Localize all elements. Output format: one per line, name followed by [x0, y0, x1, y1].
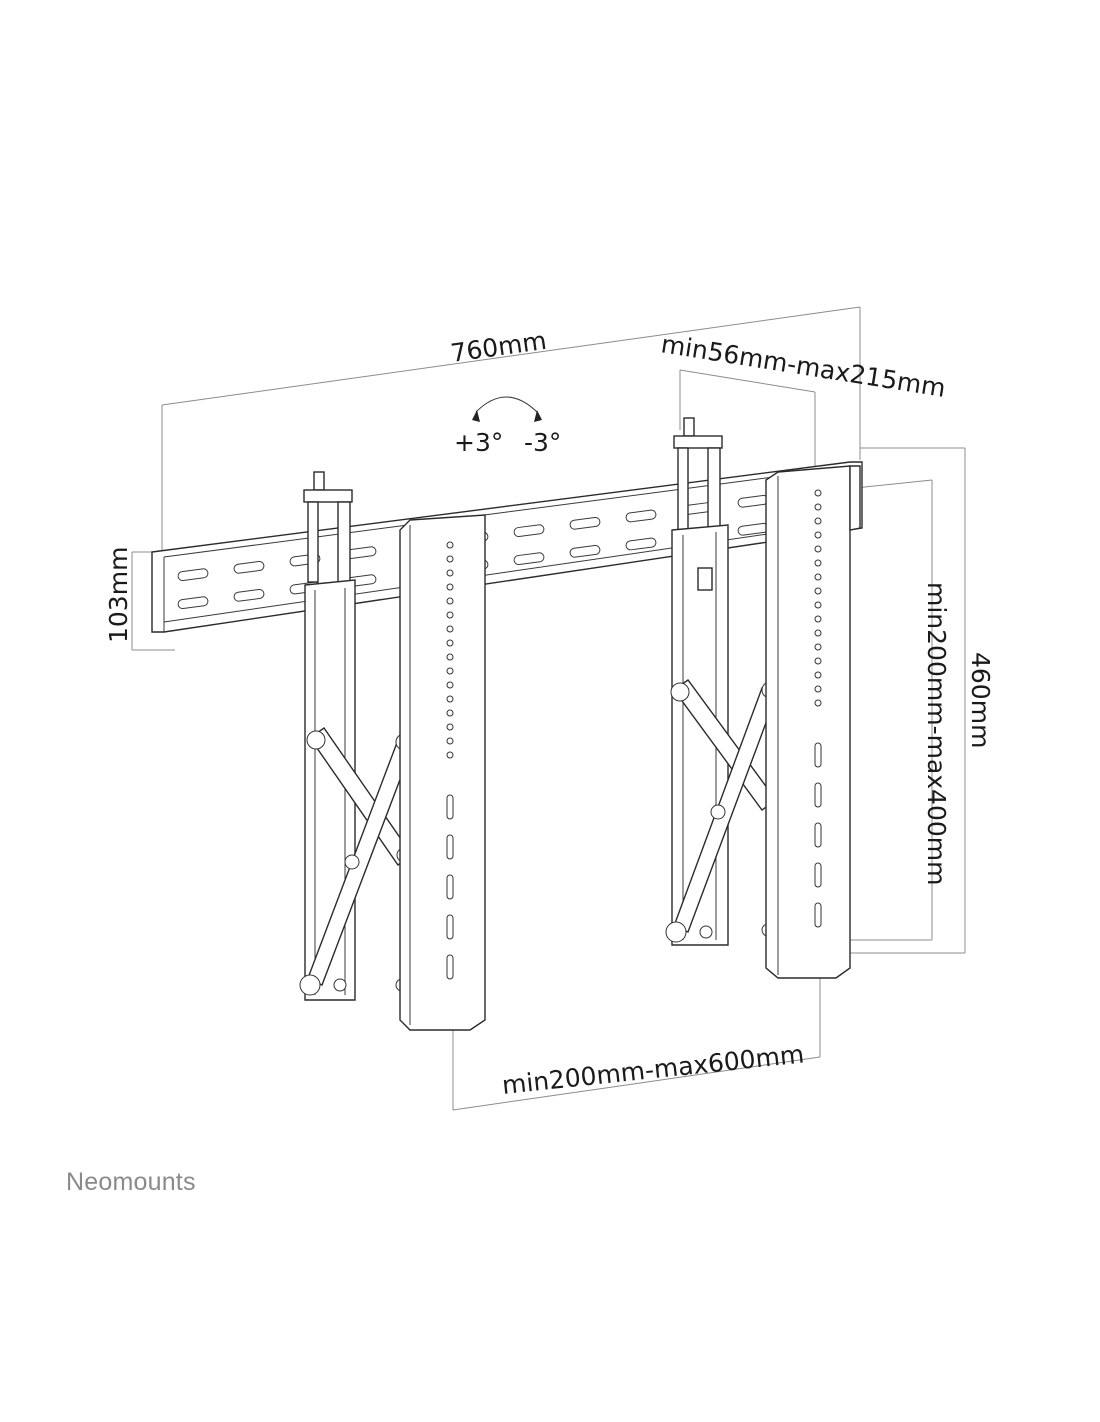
plate-hole — [446, 681, 454, 689]
horizontal-range-line — [452, 1056, 821, 1111]
plate-hole — [446, 723, 454, 731]
plate-slot — [814, 742, 822, 768]
rail-slot — [289, 553, 321, 567]
plate-hole — [446, 583, 454, 591]
depth-dimension-line — [679, 369, 816, 393]
plate-hole — [814, 699, 822, 707]
plate-hole — [446, 751, 454, 759]
plate-slot — [446, 874, 454, 900]
plate-hole — [814, 503, 822, 511]
plate-slot — [446, 794, 454, 820]
plate-hole — [446, 695, 454, 703]
vertical-range-label: min200mm-max400mm — [922, 582, 951, 885]
plate-hole — [814, 685, 822, 693]
plate-hole — [814, 587, 822, 595]
plate-hole — [446, 737, 454, 745]
plate-hole — [814, 657, 822, 665]
rail-slot — [625, 537, 657, 551]
plate-hole — [814, 489, 822, 497]
tilt-arc — [475, 396, 538, 413]
rail-slot — [177, 568, 209, 582]
plate-hole — [814, 517, 822, 525]
tilt-indicator — [472, 396, 542, 422]
left-plate-holes — [446, 541, 454, 980]
dimension-lines — [131, 306, 966, 1111]
tilt-minus-label: -3° — [524, 428, 561, 457]
rail-slot — [513, 524, 545, 538]
tilt-arrow-left-icon — [472, 410, 480, 422]
depth-label: min56mm-max215mm — [659, 329, 948, 403]
plate-hole — [814, 643, 822, 651]
plate-hole — [446, 611, 454, 619]
left-bracket — [299, 471, 486, 1031]
rail-slot — [513, 552, 545, 566]
plate-hole — [446, 569, 454, 577]
right-bracket — [665, 417, 861, 979]
plate-slot — [814, 902, 822, 928]
left-knob — [313, 471, 325, 491]
width-dimension-line — [161, 306, 861, 406]
plate-hole — [814, 573, 822, 581]
plate-hole — [814, 545, 822, 553]
horizontal-range-label: min200mm-max600mm — [501, 1039, 806, 1100]
plate-hole — [446, 667, 454, 675]
plate-slot — [814, 782, 822, 808]
tilt-arrow-right-icon — [534, 410, 542, 422]
rail-slot — [625, 509, 657, 523]
plate-slot — [446, 834, 454, 860]
rail-height-label: 103mm — [104, 547, 133, 643]
plate-hole — [446, 541, 454, 549]
plate-slot — [446, 914, 454, 940]
plate-hole — [446, 555, 454, 563]
plate-hole — [446, 639, 454, 647]
plate-hole — [814, 671, 822, 679]
plate-hole — [814, 531, 822, 539]
rail-slot — [177, 596, 209, 610]
rail-body — [151, 461, 863, 633]
plate-slot — [814, 862, 822, 888]
rail-slot — [233, 560, 265, 574]
rail-slot — [569, 516, 601, 530]
plate-hole — [446, 653, 454, 661]
plate-slot — [814, 822, 822, 848]
plate-hole — [814, 615, 822, 623]
plate-hole — [814, 629, 822, 637]
plate-slot — [446, 954, 454, 980]
plate-hole — [814, 601, 822, 609]
arm-height-label: 460mm — [966, 652, 995, 748]
wall-rail — [151, 461, 863, 633]
rail-slot — [233, 588, 265, 602]
left-front-plate — [399, 514, 486, 1031]
tilt-plus-label: +3° — [454, 428, 503, 457]
right-front-plate — [765, 465, 851, 979]
plate-hole — [446, 625, 454, 633]
width-total-label: 760mm — [449, 326, 549, 368]
plate-hole — [446, 597, 454, 605]
plate-hole — [446, 709, 454, 717]
right-plate-holes — [814, 489, 822, 928]
right-knob — [683, 417, 695, 437]
rail-slot — [569, 544, 601, 558]
brand-logo: Neomounts — [66, 1168, 196, 1196]
plate-hole — [814, 559, 822, 567]
